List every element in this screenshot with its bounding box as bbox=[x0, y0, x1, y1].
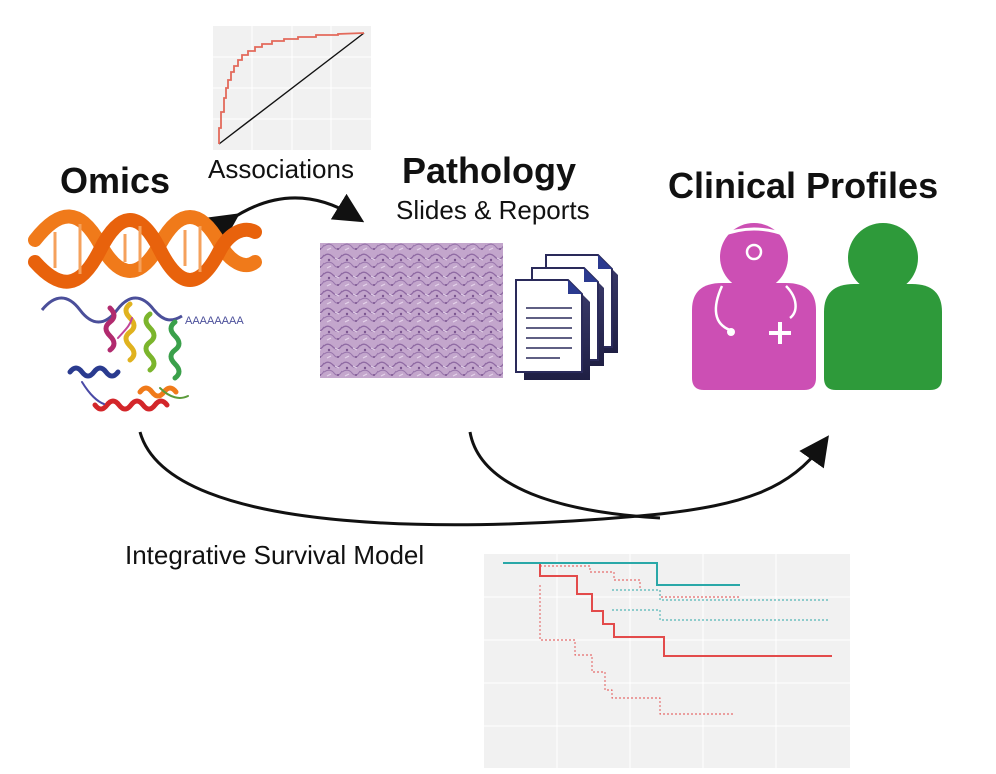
patient-icon bbox=[824, 223, 942, 390]
poly-a-tail: AAAAAAAA bbox=[185, 315, 244, 327]
survival-chart bbox=[484, 554, 850, 768]
roc-curve bbox=[218, 32, 365, 144]
roc-diagonal bbox=[218, 32, 365, 145]
integration-arrow bbox=[138, 431, 829, 527]
protein-icon bbox=[67, 301, 189, 412]
integrative-model-label: Integrative Survival Model bbox=[125, 540, 425, 570]
pathology-integration-curve bbox=[468, 431, 661, 520]
tissue-slide bbox=[320, 243, 503, 378]
associations-label: Associations bbox=[208, 154, 354, 184]
doctor-icon bbox=[692, 223, 816, 390]
dna-icon bbox=[28, 209, 262, 289]
clinical-profiles-label: Clinical Profiles bbox=[668, 165, 939, 206]
km-red-curve bbox=[503, 562, 832, 657]
slides-reports-label: Slides & Reports bbox=[396, 195, 590, 225]
omics-label: Omics bbox=[60, 160, 171, 201]
documents-icon bbox=[515, 254, 618, 380]
km-teal-curve bbox=[503, 562, 740, 586]
association-arrow bbox=[206, 193, 365, 243]
rna-icon bbox=[40, 296, 183, 324]
roc-chart bbox=[213, 26, 371, 150]
pathology-label: Pathology bbox=[402, 150, 577, 191]
